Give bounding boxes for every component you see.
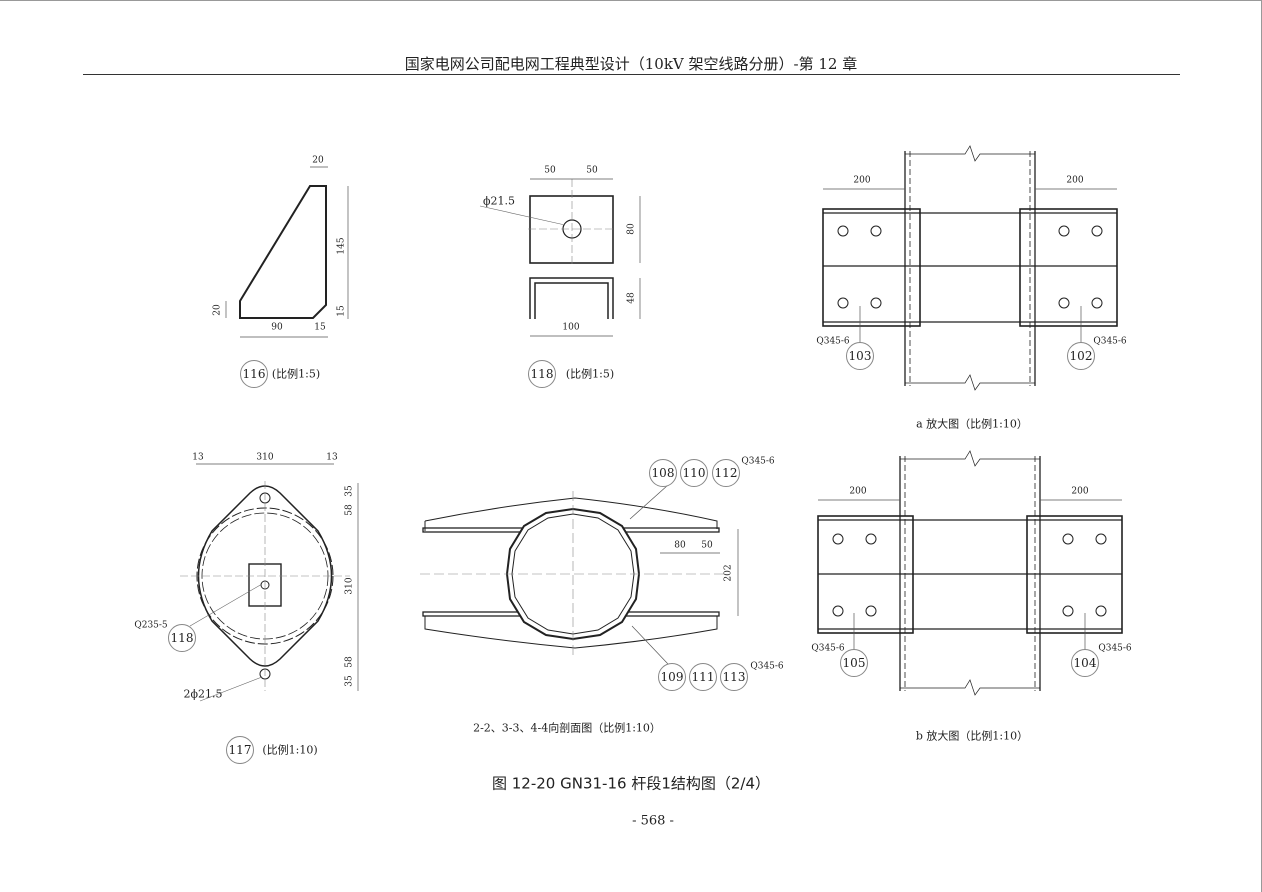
drawing-section-view: [420, 484, 739, 665]
page-header-title: 国家电网公司配电网工程典型设计（10kV 架空线路分册）-第 12 章: [404, 55, 858, 73]
scale-116: (比例1:5): [271, 367, 321, 381]
dim-118-h: 80: [626, 223, 637, 235]
dim-117-r3: 310: [344, 577, 355, 595]
scale-118: (比例1:5): [565, 367, 615, 381]
part-id-113: 113: [720, 663, 748, 691]
part-id-108: 108: [649, 459, 677, 487]
caption-detail-b: b 放大图（比例1:10）: [915, 729, 1029, 743]
dim-116-chamfer-v: 15: [336, 305, 347, 317]
part-id-109: 109: [658, 663, 686, 691]
material-section-bottom: Q345-6: [750, 661, 784, 672]
page-number: - 568 -: [632, 813, 674, 829]
dim-117-r5: 35: [344, 675, 355, 687]
dim-116-left: 20: [212, 304, 223, 316]
material-b-right: Q345-6: [1098, 643, 1132, 654]
figure-caption: 图 12-20 GN31-16 杆段1结构图（2/4）: [491, 774, 771, 793]
dim-116-base: 90: [271, 322, 283, 333]
material-a-left: Q345-6: [816, 336, 850, 347]
part-id-117: 117: [226, 736, 254, 764]
hole-118: ϕ21.5: [483, 194, 515, 208]
dim-117-top-m: 310: [256, 452, 274, 463]
header-rule: [83, 74, 1180, 75]
part-id-116: 116: [240, 360, 268, 388]
part-id-112: 112: [712, 459, 740, 487]
dim-b-left: 200: [849, 486, 867, 497]
part-id-105: 105: [840, 649, 868, 677]
part-id-102: 102: [1067, 342, 1095, 370]
dim-118-w: 100: [562, 322, 580, 333]
dim-118-b: 50: [586, 165, 598, 176]
part-id-118-ref: 118: [168, 624, 196, 652]
drawing-118-plate: [479, 178, 641, 337]
dim-118-a: 50: [544, 165, 556, 176]
material-section-top: Q345-6: [741, 456, 775, 467]
dim-section-50: 50: [701, 540, 713, 551]
dim-116-height: 145: [336, 237, 347, 255]
drawing-detail-b: [817, 450, 1123, 696]
part-id-103: 103: [846, 342, 874, 370]
part-id-110: 110: [680, 459, 708, 487]
dim-a-left: 200: [853, 175, 871, 186]
drawing-116-gusset: [225, 166, 349, 338]
part-id-111: 111: [689, 663, 717, 691]
material-a-right: Q345-6: [1093, 336, 1127, 347]
dim-117-r4: 58: [344, 656, 355, 668]
holes-117: 2ϕ21.5: [183, 687, 223, 701]
dim-116-chamfer-h: 15: [314, 322, 326, 333]
part-id-118: 118: [528, 360, 556, 388]
caption-detail-a: a 放大图（比例1:10）: [916, 417, 1028, 431]
part-id-104: 104: [1071, 649, 1099, 677]
caption-section: 2-2、3-3、4-4向剖面图（比例1:10）: [473, 721, 661, 735]
material-117: Q235-5: [134, 620, 168, 631]
dim-section-202: 202: [723, 564, 734, 582]
drawing-detail-a: [822, 145, 1118, 391]
scale-117: (比例1:10): [262, 743, 318, 757]
dim-section-80: 80: [674, 540, 686, 551]
dim-117-top-r: 13: [326, 452, 338, 463]
dim-117-top-l: 13: [192, 452, 204, 463]
dim-a-right: 200: [1066, 175, 1084, 186]
drawing-117-flange: [180, 463, 359, 702]
dim-116-top: 20: [312, 155, 324, 166]
dim-118-ch: 48: [626, 292, 637, 304]
dim-b-right: 200: [1071, 486, 1089, 497]
material-b-left: Q345-6: [811, 643, 845, 654]
dim-117-r2: 58: [344, 504, 355, 516]
dim-117-r1: 35: [344, 485, 355, 497]
